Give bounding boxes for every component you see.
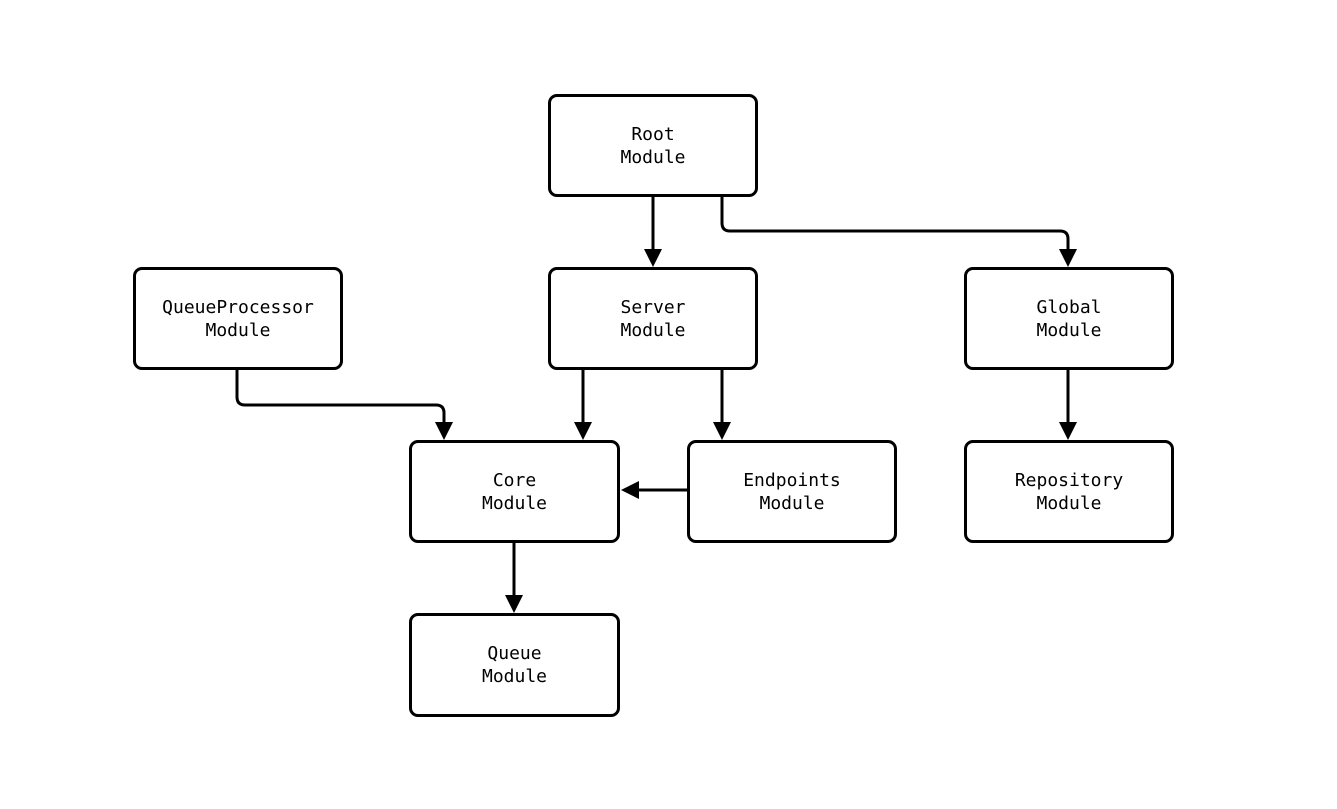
node-server-module[interactable]: Server Module (548, 267, 758, 370)
node-endpoints-module-line2: Module (759, 492, 825, 514)
node-core-module[interactable]: Core Module (409, 440, 620, 543)
node-core-module-line1: Core (492, 469, 537, 491)
node-repository-module-line2: Module (1036, 492, 1102, 514)
node-root-module-line1: Root (631, 123, 675, 145)
edge-endpoints-core (621, 481, 687, 499)
node-repository-module-line1: Repository (1014, 469, 1124, 491)
node-queueprocessor-module-line2: Module (205, 319, 271, 341)
node-global-module[interactable]: Global Module (964, 267, 1174, 370)
node-root-module[interactable]: Root Module (548, 94, 758, 197)
edge-server-core (574, 370, 592, 440)
edge-core-queue (505, 543, 523, 613)
node-global-module-line2: Module (1036, 319, 1102, 341)
edge-root-server (644, 197, 662, 267)
node-server-module-line1: Server (620, 296, 686, 318)
node-server-module-line2: Module (620, 319, 686, 341)
node-endpoints-module-line1: Endpoints (743, 469, 841, 491)
node-queue-module[interactable]: Queue Module (409, 613, 620, 717)
edge-global-repository (1059, 370, 1077, 440)
node-global-module-line1: Global (1036, 296, 1102, 318)
node-core-module-line2: Module (481, 492, 548, 514)
edge-queueprocessor-core (235, 370, 453, 440)
node-queueprocessor-module-line1: QueueProcessor (162, 296, 314, 318)
node-queue-module-line1: Queue (487, 643, 542, 664)
node-endpoints-module[interactable]: Endpoints Module (687, 440, 897, 543)
node-repository-module[interactable]: Repository Module (964, 440, 1174, 543)
node-root-module-line2: Module (620, 146, 686, 168)
node-queueprocessor-module[interactable]: QueueProcessor Module (133, 267, 343, 370)
edge-root-global (720, 197, 1077, 267)
edge-server-endpoints (713, 370, 731, 440)
node-queue-module-line2: Module (481, 666, 548, 687)
